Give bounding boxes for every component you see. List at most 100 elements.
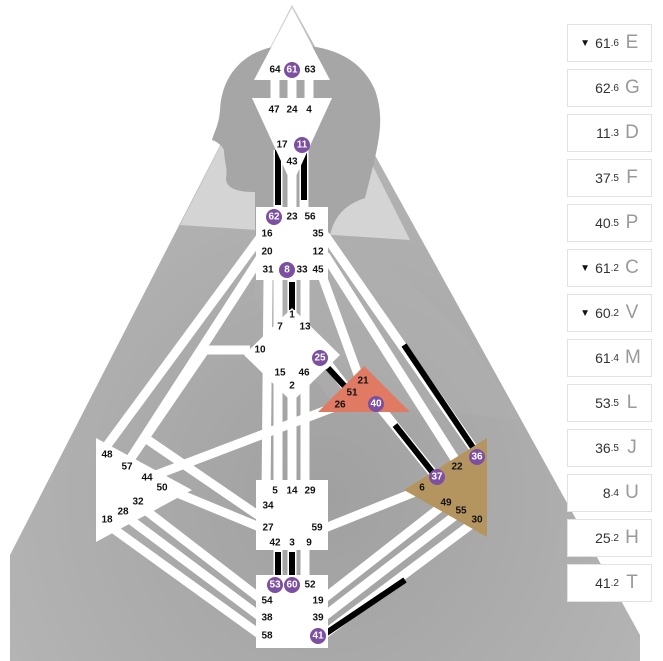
defined-gate-marker (310, 628, 326, 644)
gate-28[interactable]: 28 (117, 507, 129, 518)
gate-15[interactable]: 15 (274, 368, 286, 379)
gate-54[interactable]: 54 (261, 596, 273, 607)
gate-37[interactable]: 37 (431, 472, 443, 483)
gate-19[interactable]: 19 (312, 596, 324, 607)
gate-value: 41 (595, 575, 611, 591)
gate-50[interactable]: 50 (156, 483, 168, 494)
gate-5[interactable]: 5 (272, 486, 278, 497)
gate-9[interactable]: 9 (306, 538, 312, 549)
gate-27[interactable]: 27 (262, 523, 274, 534)
channel (318, 485, 422, 535)
gate-14[interactable]: 14 (286, 486, 298, 497)
gate-36[interactable]: 36 (471, 452, 483, 463)
spleen-center (96, 438, 192, 542)
planet-row-T[interactable]: 41.2 T (567, 564, 652, 602)
planet-symbol: J (627, 437, 637, 458)
gate-33[interactable]: 33 (296, 265, 308, 276)
gate-62[interactable]: 62 (268, 212, 280, 223)
planet-symbol: G (625, 77, 640, 98)
gate-55[interactable]: 55 (455, 506, 467, 517)
gate-6[interactable]: 6 (419, 483, 425, 494)
gate-value: 8 (602, 485, 611, 501)
planet-symbol: T (626, 572, 638, 593)
gate-35[interactable]: 35 (312, 229, 324, 240)
line-value: .2 (610, 577, 619, 589)
gate-4[interactable]: 4 (306, 105, 312, 116)
gate-13[interactable]: 13 (299, 322, 311, 333)
head-center (254, 8, 330, 80)
gate-57[interactable]: 57 (121, 462, 133, 473)
gate-29[interactable]: 29 (304, 486, 316, 497)
gate-31[interactable]: 31 (262, 265, 274, 276)
gate-23[interactable]: 23 (286, 212, 298, 223)
gate-32[interactable]: 32 (132, 497, 144, 508)
gate-41[interactable]: 41 (312, 631, 324, 642)
gate-8[interactable]: 8 (284, 265, 290, 276)
gate-value: 25 (595, 530, 611, 546)
gate-44[interactable]: 44 (141, 473, 153, 484)
active-channel-segment (401, 343, 481, 457)
gate-59[interactable]: 59 (311, 523, 323, 534)
gate-10[interactable]: 10 (254, 345, 266, 356)
retrograde-icon: ▼ (580, 262, 591, 274)
gate-45[interactable]: 45 (312, 265, 324, 276)
gate-25[interactable]: 25 (314, 353, 326, 364)
gate-11[interactable]: 11 (297, 140, 308, 151)
gate-1[interactable]: 1 (289, 310, 295, 321)
gate-46[interactable]: 46 (298, 368, 310, 379)
gate-24[interactable]: 24 (286, 105, 298, 116)
planet-symbol: U (625, 482, 639, 503)
line-value: .2 (610, 262, 619, 274)
gate-20[interactable]: 20 (261, 247, 273, 258)
gate-53[interactable]: 53 (269, 580, 281, 591)
gate-58[interactable]: 58 (261, 631, 273, 642)
channel (321, 252, 464, 470)
gate-2[interactable]: 2 (289, 381, 295, 392)
gate-56[interactable]: 56 (304, 212, 316, 223)
gate-17[interactable]: 17 (276, 140, 288, 151)
defined-gate-marker (267, 577, 283, 593)
gate-64[interactable]: 64 (269, 65, 281, 76)
gate-63[interactable]: 63 (304, 65, 316, 76)
gate-60[interactable]: 60 (286, 580, 298, 591)
gate-43[interactable]: 43 (286, 157, 298, 168)
gate-22[interactable]: 22 (451, 462, 463, 473)
gate-18[interactable]: 18 (101, 515, 113, 526)
gate-16[interactable]: 16 (261, 229, 273, 240)
gate-21[interactable]: 21 (357, 376, 369, 387)
gate-34[interactable]: 34 (262, 501, 274, 512)
gate-48[interactable]: 48 (101, 450, 113, 461)
gate-61[interactable]: 61 (286, 65, 298, 76)
channel (319, 507, 464, 622)
channel (146, 400, 342, 483)
gate-3[interactable]: 3 (289, 538, 295, 549)
gate-52[interactable]: 52 (304, 580, 316, 591)
gate-7[interactable]: 7 (277, 322, 283, 333)
defined-gate-marker (368, 396, 384, 412)
gate-47[interactable]: 47 (268, 105, 280, 116)
gate-38[interactable]: 38 (261, 613, 273, 624)
gate-51[interactable]: 51 (346, 388, 358, 399)
gate-49[interactable]: 49 (440, 498, 452, 509)
gate-30[interactable]: 30 (471, 515, 483, 526)
gate-26[interactable]: 26 (334, 400, 346, 411)
gate-40[interactable]: 40 (370, 399, 382, 410)
gate-12[interactable]: 12 (312, 247, 324, 258)
gate-42[interactable]: 42 (269, 538, 281, 549)
gate-39[interactable]: 39 (312, 613, 324, 624)
planet-symbol: L (626, 392, 638, 413)
channel (117, 508, 265, 622)
